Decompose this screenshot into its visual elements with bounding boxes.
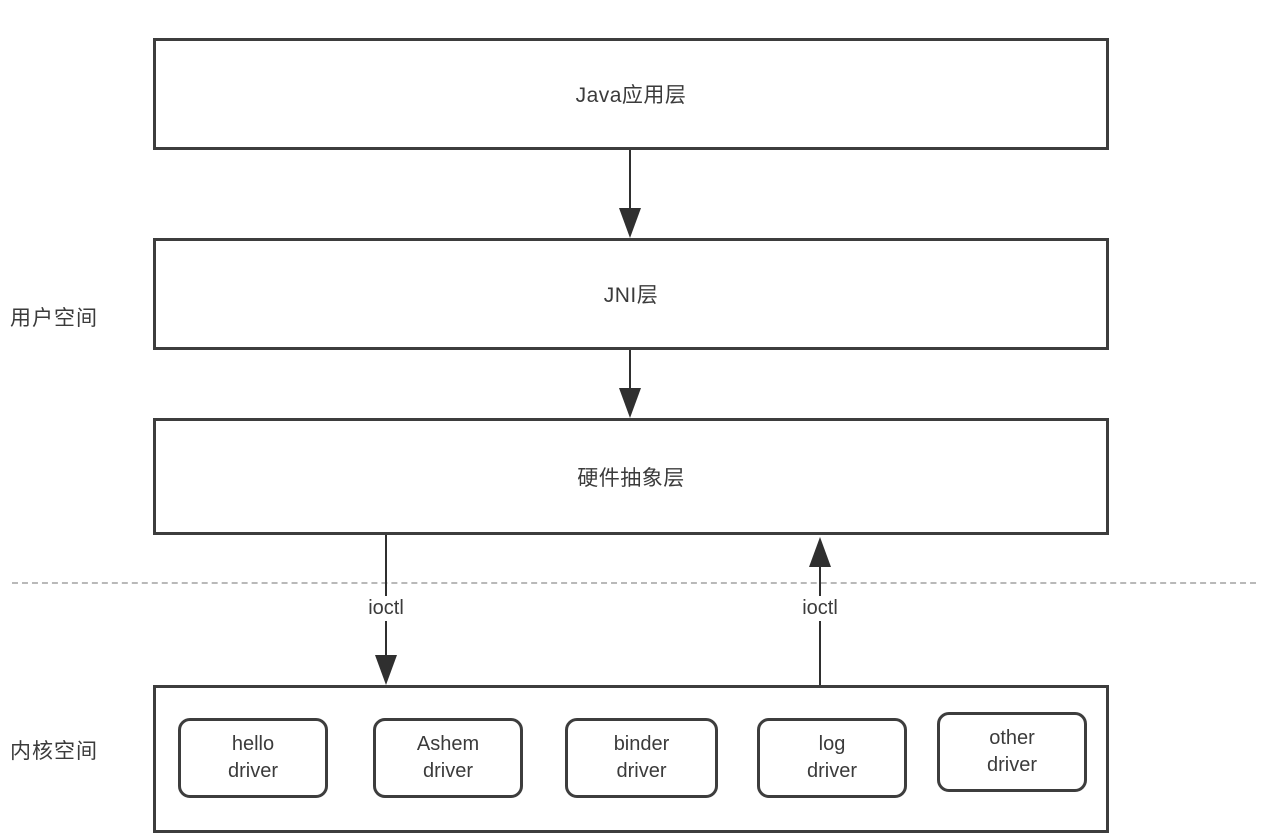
java-app-layer-box: Java应用层: [153, 38, 1109, 150]
hal-layer-label: 硬件抽象层: [577, 466, 685, 490]
driver-label-line2: driver: [422, 760, 473, 782]
user-space-label: 用户空间: [10, 307, 98, 330]
user-kernel-separator-line: [12, 582, 1256, 584]
arrow-jni-to-hal-line: [629, 350, 631, 392]
kernel-space-label: 内核空间: [10, 740, 98, 763]
arrow-down-icon: [619, 208, 641, 238]
jni-layer-label: JNI层: [603, 284, 659, 307]
driver-label-line2: driver: [616, 760, 667, 782]
ashem-driver-box: Ashem driver: [373, 718, 523, 798]
ioctl-label-right: ioctl: [784, 596, 856, 621]
binder-driver-box: binder driver: [565, 718, 718, 798]
driver-label-line2: driver: [227, 760, 278, 782]
driver-label-line1: Ashem: [416, 733, 480, 755]
driver-label-line2: driver: [806, 760, 857, 782]
hello-driver-box: hello driver: [178, 718, 328, 798]
ioctl-up-arrow-line: [819, 563, 821, 685]
ioctl-label-left: ioctl: [350, 596, 422, 621]
java-app-layer-label: Java应用层: [575, 84, 687, 107]
arrow-down-icon: [619, 388, 641, 418]
other-driver-box: other driver: [937, 712, 1087, 792]
driver-label-line1: binder: [613, 733, 670, 755]
hal-layer-box: 硬件抽象层: [153, 418, 1109, 535]
arrow-down-icon: [375, 655, 397, 685]
jni-layer-box: JNI层: [153, 238, 1109, 350]
arrow-java-to-jni-line: [629, 150, 631, 212]
driver-label-line2: driver: [986, 754, 1037, 776]
log-driver-box: log driver: [757, 718, 907, 798]
arrow-up-icon: [809, 537, 831, 567]
driver-label-line1: log: [818, 733, 846, 755]
driver-label-line1: hello: [231, 733, 275, 755]
driver-label-line1: other: [989, 727, 1035, 749]
